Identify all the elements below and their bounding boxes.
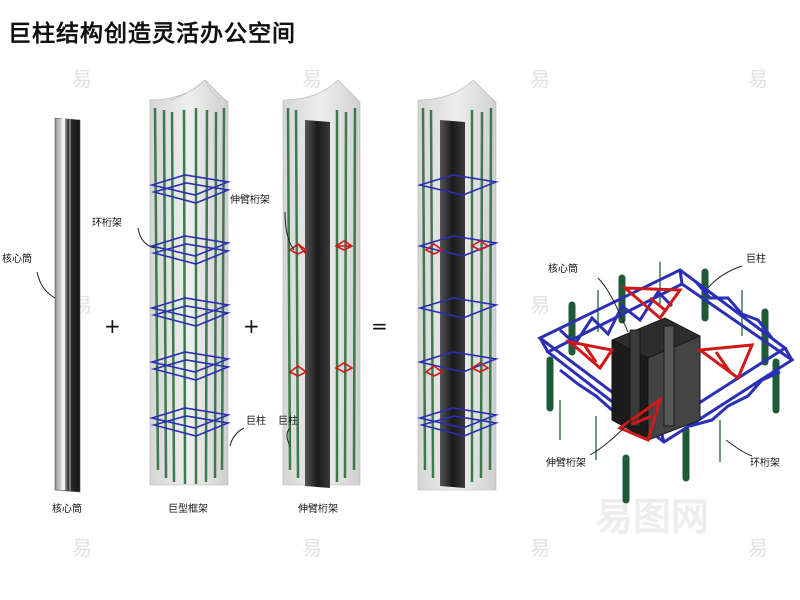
- core-tube-label: 核心筒: [2, 252, 32, 265]
- watermark-glyph: 易: [72, 536, 92, 560]
- isometric-floor-illustration: [537, 262, 795, 504]
- iso-outrigger-label: 伸臂桁架: [546, 456, 586, 469]
- caption-core-tube: 核心筒: [52, 502, 82, 515]
- ring-truss-label: 环桁架: [92, 216, 122, 229]
- watermark-glyph: 易: [72, 67, 92, 91]
- iso-ring-truss-label: 环桁架: [750, 456, 780, 469]
- mega-frame-illustration: [148, 79, 232, 486]
- iso-ring-leader: [725, 439, 753, 457]
- core-tube-leader: [36, 271, 56, 299]
- watermark-glyph: 易: [748, 536, 768, 560]
- watermark-glyph: 易: [530, 536, 550, 560]
- mega-column-label: 巨柱: [246, 414, 266, 427]
- watermark-glyph: 易: [748, 67, 768, 91]
- iso-core-leader: [597, 277, 629, 333]
- iso-mega-column-label: 巨柱: [746, 252, 766, 265]
- outrigger-leader: [284, 211, 295, 251]
- watermark-layer: 易 易 易 易 易 易 易 易 易 易 易图网: [72, 67, 768, 560]
- ring-truss-leader: [137, 227, 156, 249]
- outrigger-label: 伸臂桁架: [230, 193, 270, 206]
- watermark-glyph: 易: [302, 536, 322, 560]
- core-tube-illustration: [54, 117, 81, 493]
- iso-column-leader: [707, 265, 743, 289]
- equals-operator: =: [371, 314, 388, 338]
- combined-structure-illustration: [416, 79, 500, 491]
- plus-operator: +: [243, 314, 260, 338]
- mega-column-leader: [229, 427, 245, 447]
- plus-operator: +: [104, 314, 121, 338]
- iso-core-tube-label: 核心筒: [548, 262, 578, 275]
- page-title: 巨柱结构创造灵活办公空间: [8, 21, 296, 47]
- watermark-glyph: 易: [530, 293, 550, 317]
- mega-column-leader-2: [286, 427, 291, 447]
- mega-column-label-2: 巨柱: [278, 414, 298, 427]
- caption-outrigger: 伸臂桁架: [298, 502, 338, 515]
- outrigger-illustration: [282, 79, 361, 488]
- watermark-glyph: 易: [302, 67, 322, 91]
- watermark-glyph: 易: [530, 67, 550, 91]
- watermark-brand: 易图网: [595, 495, 709, 539]
- caption-mega-frame: 巨型框架: [168, 502, 208, 515]
- iso-outrigger-leader: [589, 419, 633, 456]
